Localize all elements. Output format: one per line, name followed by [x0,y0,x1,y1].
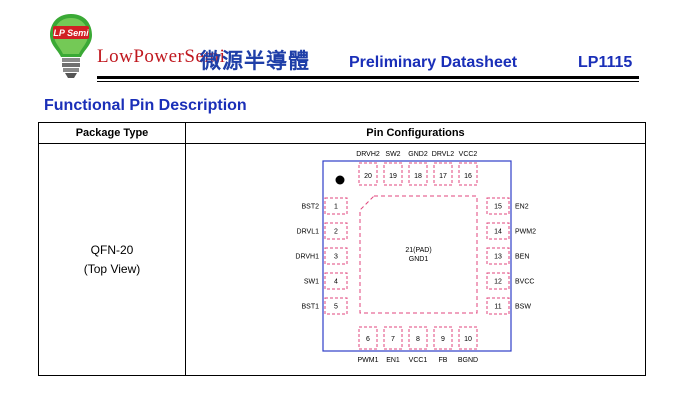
page-header: LP Semi LowPowerSemi 微源半導體 Preliminary D… [0,0,683,90]
pin-number: 9 [441,336,445,343]
pin-pad-right [486,247,510,265]
pin-number: 17 [439,173,447,180]
pin-name: GND2 [408,151,428,158]
package-view: (Top View) [83,261,141,276]
header-pin-configurations: Pin Configurations [185,122,646,144]
section-title: Functional Pin Description [44,97,247,114]
pin-name: FB [439,357,448,364]
pin-number: 1 [334,204,338,211]
header-rule-thin [97,81,639,82]
pin-number: 10 [464,336,472,343]
pin-number: 20 [364,173,372,180]
header-package-type: Package Type [38,122,186,144]
pin1-marker-dot [335,175,345,185]
pin-pad-left [324,197,348,215]
exposed-pad-outline [359,195,478,314]
pin-pad-right [486,222,510,240]
ic-body-outline [322,160,512,352]
table-header-row: Package Type Pin Configurations [38,122,646,144]
pin-name: BST1 [301,304,319,311]
exposed-pad-net: GND1 [409,256,429,263]
pin-pad-right [486,197,510,215]
pin-name: SW1 [304,279,319,286]
pin-number: 11 [494,304,501,311]
pin-number: 15 [494,204,502,211]
pin-pad-left [324,297,348,315]
pin-name: BGND [458,357,478,364]
pin-number: 2 [334,229,338,236]
datasheet-title: Preliminary Datasheet [349,54,518,71]
pin-number: 12 [494,279,502,286]
pin-number: 7 [391,336,395,343]
header-rule [97,76,639,79]
pin-description-table: Package Type Pin Configurations QFN-20 (… [38,122,646,376]
pin-name: DRVL1 [297,229,320,236]
pin-number: 13 [494,254,502,261]
pin-name: EN1 [386,357,400,364]
pin-name: PWM2 [515,229,536,236]
package-name: QFN-20 [90,242,134,257]
pin-name: BSW [515,304,531,311]
qfn20-pinout-diagram: 21(PAD)GND120DRVH219SW218GND217DRVL216VC… [295,151,536,364]
pin-name: DRVH1 [295,254,319,261]
pin-number: 5 [334,304,338,311]
company-name: LowPowerSemi [97,46,226,67]
pin-name: EN2 [515,204,529,211]
pin-number: 4 [334,279,338,286]
pin-pad-left [324,272,348,290]
exposed-pad-label: 21(PAD) [405,247,431,254]
pin-name: SW2 [385,151,400,158]
pin-name: VCC2 [459,151,478,158]
pin-name: DRVL2 [432,151,455,158]
pin-name: PWM1 [358,357,379,364]
svg-text:LP Semi: LP Semi [53,28,89,38]
pin-number: 3 [334,254,338,261]
pin-number: 19 [389,173,397,180]
company-logo: LP Semi [46,12,96,80]
pin-pad-left [324,222,348,240]
pin-name: VCC1 [409,357,428,364]
pin-name: DRVH2 [356,151,380,158]
pin-pad-right [486,272,510,290]
pin-name: BEN [515,254,529,261]
pin-number: 16 [464,173,472,180]
part-number: LP1115 [578,54,633,71]
pin-number: 8 [416,336,420,343]
pin-number: 18 [414,173,422,180]
company-name-chinese: 微源半導體 [200,49,310,73]
pin-pad-left [324,247,348,265]
pin-name: BVCC [515,279,534,286]
pin-number: 14 [494,229,502,236]
lightbulb-logo-icon: LP Semi [50,14,92,78]
pin-pad-right [486,297,510,315]
pin-name: BST2 [301,204,319,211]
pin-number: 6 [366,336,370,343]
package-cell: QFN-20 (Top View) [38,143,186,376]
